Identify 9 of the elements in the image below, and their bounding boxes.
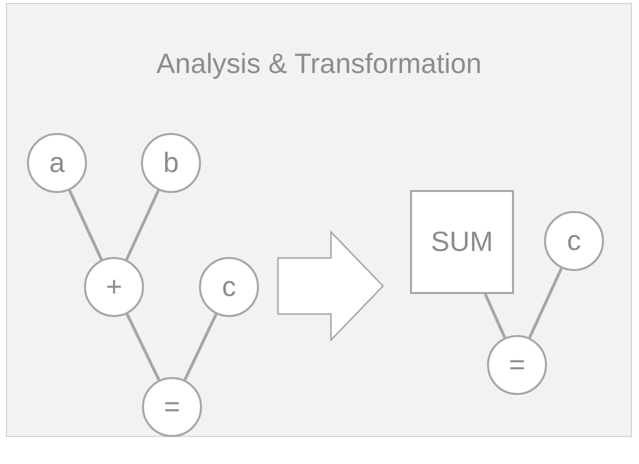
node-box: SUM xyxy=(410,190,514,294)
title: Analysis & Transformation xyxy=(155,47,483,81)
connector-line xyxy=(484,293,506,338)
connector-line xyxy=(68,190,103,260)
connector-line xyxy=(126,313,160,381)
block-arrow xyxy=(277,230,384,342)
connector-line xyxy=(184,313,218,381)
connector-line xyxy=(125,190,160,260)
connector-line xyxy=(528,268,563,338)
